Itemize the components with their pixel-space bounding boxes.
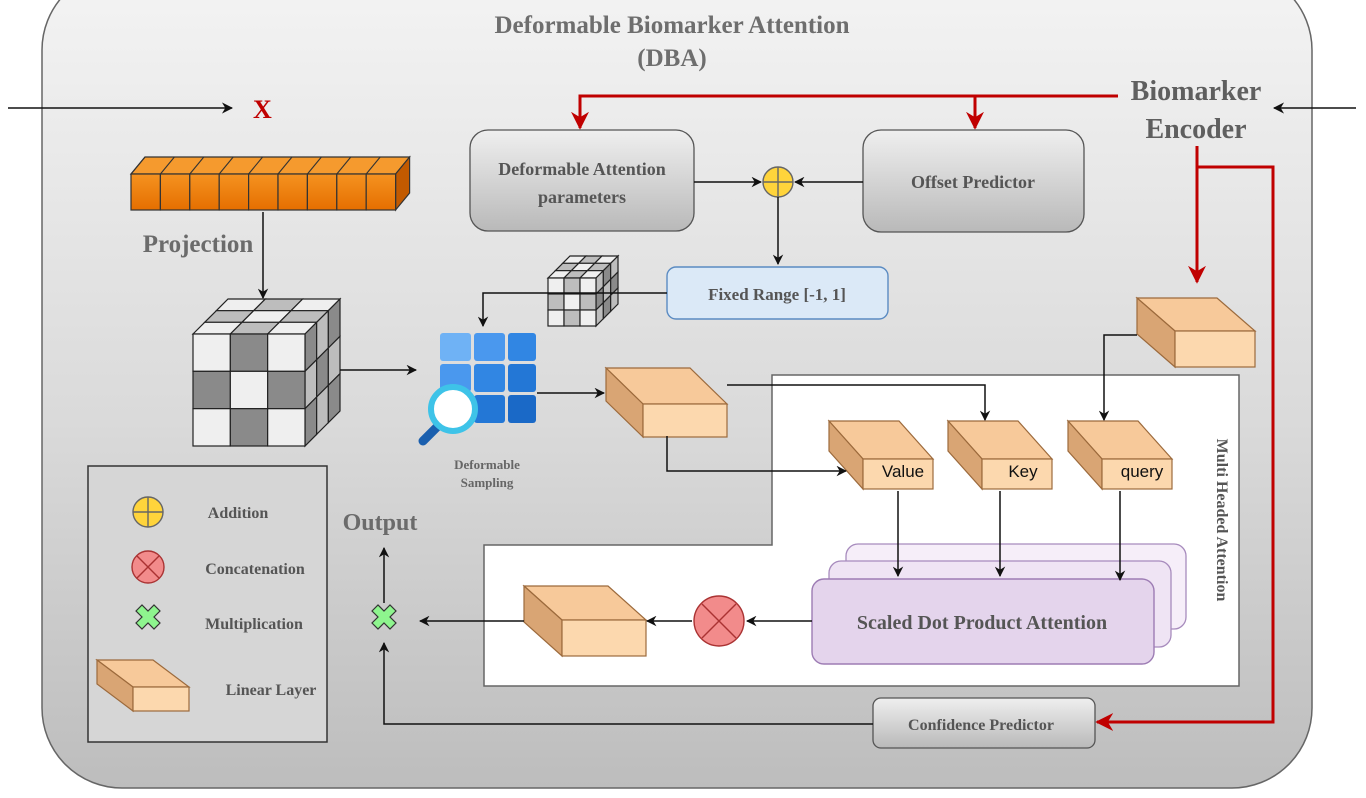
deformable-sampling-icon: [418, 333, 536, 446]
deformable-params-line2: parameters: [538, 187, 626, 207]
linear-to-value-arrow: [666, 436, 848, 477]
small-grid-cube: [546, 254, 620, 328]
legend-linear-layer-label: Linear Layer: [226, 682, 317, 699]
linear-layer-value: [827, 419, 935, 491]
addition-node: [762, 166, 794, 198]
value-label: Value: [882, 462, 924, 481]
biomarker-encoder-line1: Biomarker: [1131, 76, 1262, 107]
confidence-to-multiply-arrow: [378, 641, 873, 725]
concatenation-node: [693, 595, 745, 647]
linear-layer-sampled: [604, 366, 729, 439]
linear-layer-output: [522, 584, 648, 658]
scaled-dot-product-label: Scaled Dot Product Attention: [857, 612, 1107, 634]
legend-addition-label: Addition: [208, 505, 269, 522]
legend-concatenation-icon: [131, 550, 165, 584]
deformable-sampling-line1: Deformable: [454, 457, 520, 472]
legend-multiplication-label: Multiplication: [205, 616, 303, 633]
diagram-title-line2: (DBA): [637, 45, 706, 72]
diagram-title-line1: Deformable Biomarker Attention: [494, 12, 849, 39]
legend-concatenation-label: Concatenation: [205, 561, 305, 578]
red-encoder-arrows: [571, 94, 1275, 731]
encoder-linear-to-query-arrow: [1098, 334, 1137, 422]
offset-predictor-label: Offset Predictor: [911, 172, 1035, 192]
linear-layer-encoder: [1135, 296, 1257, 369]
legend-multiplication-icon: [135, 604, 161, 630]
legend-linear-shape: [95, 658, 191, 713]
projected-cube: [191, 297, 342, 448]
multiplication-node: [371, 604, 397, 630]
projection-label: Projection: [143, 231, 254, 258]
linear-layer-query: [1066, 419, 1174, 491]
offset-predictor-box: [862, 129, 1085, 233]
linear-layer-key: [946, 419, 1054, 491]
scaled-dot-product-attention-stack: [811, 543, 1187, 665]
query-label: query: [1121, 462, 1164, 481]
legend-linear-layer-icon: [95, 658, 191, 713]
deformable-attention-parameters-box: [469, 129, 695, 232]
deformable-sampling-line2: Sampling: [461, 475, 514, 490]
range-to-sampling-arrow: [477, 292, 667, 328]
multi-head-attention-label: Multi Headed Attention: [1213, 439, 1230, 602]
fixed-range-label: Fixed Range [-1, 1]: [708, 285, 846, 304]
biomarker-encoder-line2: Encoder: [1145, 114, 1246, 145]
confidence-predictor-box: [872, 697, 1096, 749]
token-strip: [129, 155, 411, 212]
input-label-x: X: [253, 95, 272, 124]
deformable-params-line1: Deformable Attention: [498, 159, 665, 179]
key-label: Key: [1008, 462, 1038, 481]
confidence-predictor-label: Confidence Predictor: [908, 717, 1054, 734]
linear-layers: [522, 296, 1257, 658]
linear-to-key-arrow: [727, 384, 991, 422]
legend-addition-icon: [132, 496, 164, 528]
output-label: Output: [343, 510, 418, 536]
